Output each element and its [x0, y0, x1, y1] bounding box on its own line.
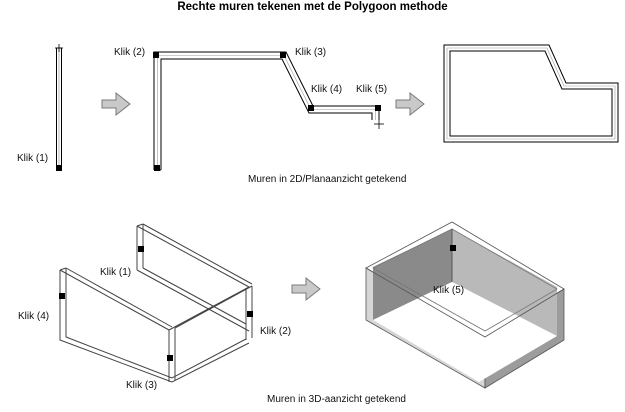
plan-step2-click-marker-4	[308, 105, 314, 111]
wire3d-click-marker-2	[247, 311, 253, 317]
plan-step2-click-marker-2	[153, 52, 159, 58]
plan-step3-closed-walls	[443, 44, 619, 143]
plan-step2-label-klik2: Klik (2)	[114, 47, 146, 58]
arrow-icon	[395, 91, 425, 117]
plan-step1-label-klik1: Klik (1)	[17, 153, 49, 164]
diagram-title: Rechte muren tekenen met de Polygoon met…	[177, 1, 448, 13]
plan-step2-cursor-icon	[374, 119, 384, 129]
plan-caption: Muren in 2D/Planaanzicht getekend	[248, 174, 407, 185]
wire3d-click-marker-3	[167, 355, 173, 361]
wire3d-label-klik4: Klik (4)	[18, 311, 50, 322]
plan-step2-click-marker-3	[280, 52, 286, 58]
wire3d-click-marker-4	[59, 293, 65, 299]
arrow-icon	[101, 91, 131, 117]
plan-step2-label-klik5: Klik (5)	[356, 84, 388, 95]
plan-step2-label-klik3: Klik (3)	[295, 47, 327, 58]
wire3d-label-klik3: Klik (3)	[126, 380, 158, 391]
wire3d-click-marker-1	[138, 246, 144, 252]
wire3d-label-klik2: Klik (2)	[260, 326, 292, 337]
plan-step2-label-klik4: Klik (4)	[311, 84, 343, 95]
plan-step2-click-marker-5	[375, 105, 381, 111]
box3d-click-marker-5	[450, 245, 456, 251]
plan-step1-cursor-icon	[55, 44, 63, 52]
box3d-label-klik5: Klik (5)	[433, 285, 465, 296]
arrow-icon	[291, 276, 321, 302]
plan-step1-click-marker-1	[56, 165, 62, 171]
wire3d-label-klik1: Klik (1)	[100, 267, 132, 278]
plan-step2-walls	[153, 51, 380, 171]
plan-step2-click-marker-1	[154, 165, 160, 171]
wire3d-walls	[59, 223, 253, 383]
three-d-caption: Muren in 3D-aanzicht getekend	[267, 394, 406, 405]
box3d-walls	[365, 221, 565, 389]
plan-step1-wall	[56, 47, 62, 171]
